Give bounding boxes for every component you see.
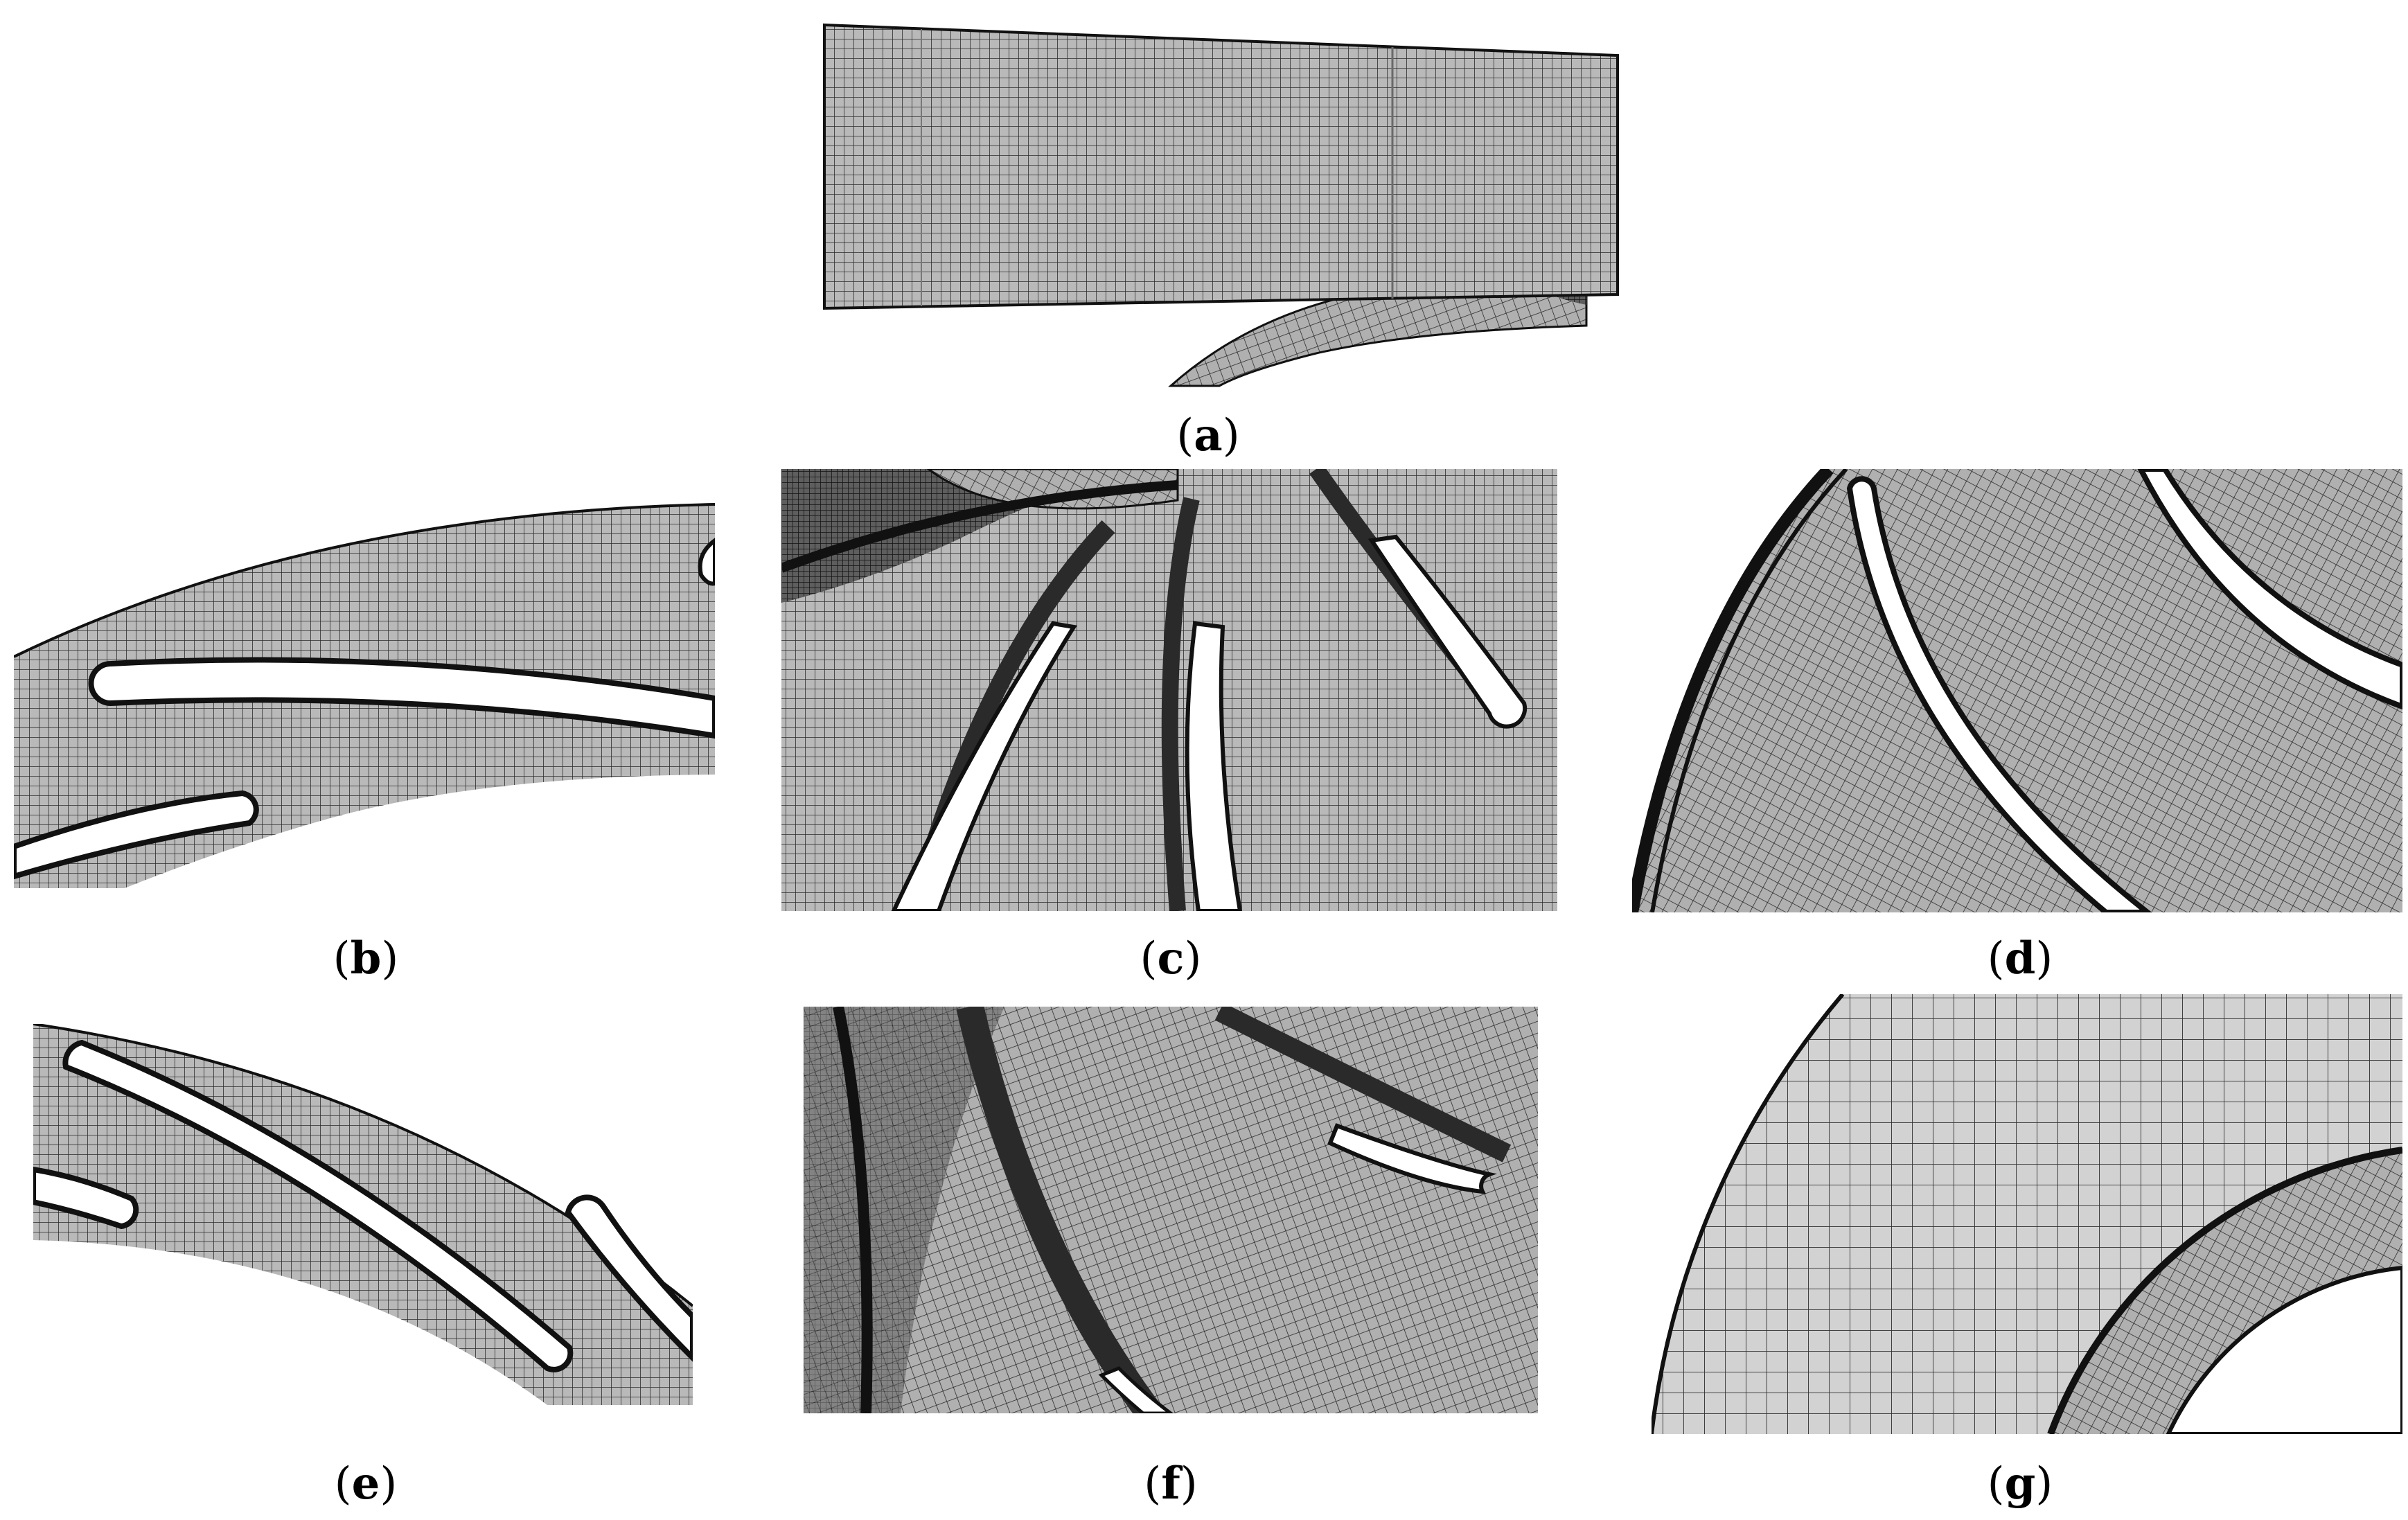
blade-slot-e1 xyxy=(62,1039,574,1372)
blade-slot-c2 xyxy=(1185,621,1243,911)
panel-d-mesh xyxy=(1632,469,2402,912)
caption-a: (a) xyxy=(1176,409,1240,461)
blade-slot-d2 xyxy=(2137,469,2402,710)
panel-g-mesh xyxy=(1652,994,2402,1434)
blade-slot-e3 xyxy=(565,1194,693,1362)
blade-slot-c3 xyxy=(1367,534,1528,729)
blade-slot-f1 xyxy=(1327,1123,1497,1194)
caption-d: (d) xyxy=(1987,933,2053,984)
caption-f: (f) xyxy=(1144,1458,1198,1510)
blade-slot-e2 xyxy=(33,1166,139,1230)
caption-e: (e) xyxy=(334,1458,398,1510)
panel-c-mesh xyxy=(781,469,1557,911)
blade-slot-c1 xyxy=(891,621,1077,911)
blade-slot-d1 xyxy=(1846,476,2152,912)
panel-e-mesh xyxy=(33,1024,693,1405)
outlet-pipe-mesh xyxy=(823,23,1619,310)
blade-slot-f2 xyxy=(1098,1366,1174,1413)
inlet-hole-g xyxy=(2166,1265,2402,1434)
blade-slot-b2 xyxy=(14,790,259,880)
blade-slot-b3 xyxy=(698,538,715,586)
panel-b-mesh xyxy=(14,503,715,888)
caption-c: (c) xyxy=(1140,933,1202,984)
panel-a-mesh xyxy=(823,23,1619,387)
blade-slot-b1 xyxy=(88,657,715,739)
caption-b: (b) xyxy=(333,933,399,984)
panel-f-mesh xyxy=(804,1007,1538,1413)
caption-g: (g) xyxy=(1987,1458,2053,1510)
